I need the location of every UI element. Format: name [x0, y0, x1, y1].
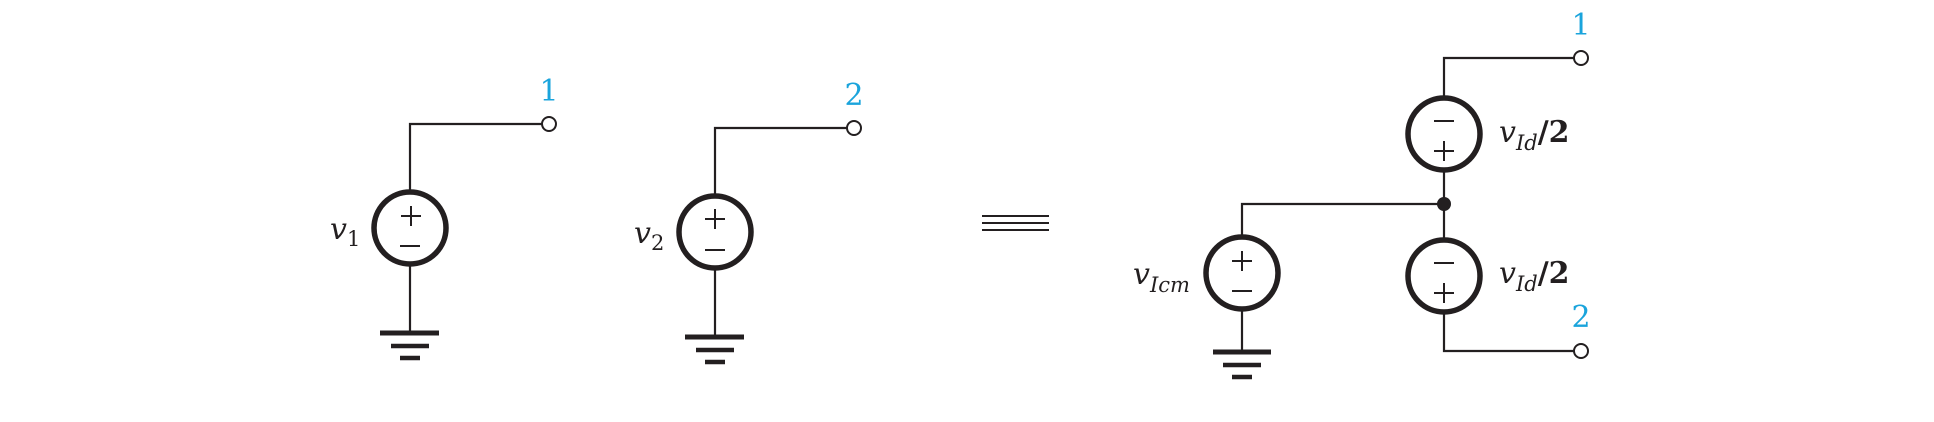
- equivalent-circuit: vId/2 vId/2 vIcm 1 2: [1133, 8, 1591, 380]
- voltage-source-v1: [371, 189, 449, 267]
- wire-to-terminal-2: [1442, 312, 1576, 353]
- equivalent-symbol: [982, 215, 1049, 231]
- upper-diff-label: vId/2: [1499, 115, 1570, 155]
- junction-dot: [1437, 197, 1451, 211]
- voltage-source-v2: [676, 193, 754, 271]
- plus-sign: [705, 209, 725, 229]
- voltage-source-common-mode: [1203, 234, 1281, 312]
- voltage-source-lower-diff: [1405, 237, 1483, 315]
- terminal-2-label: 2: [844, 78, 863, 113]
- lower-diff-label: vId/2: [1499, 256, 1570, 296]
- terminal-2-node: [1573, 343, 1589, 359]
- terminal-2-node: [846, 120, 862, 136]
- voltage-source-upper-diff: [1405, 95, 1483, 173]
- wire-v2-top: [713, 126, 849, 195]
- terminal-1-node: [1573, 50, 1589, 66]
- plus-sign: [1434, 141, 1454, 161]
- terminal-1-label: 1: [539, 74, 558, 109]
- wire-v1-top: [408, 122, 544, 190]
- wire-node-to-common: [1240, 202, 1444, 236]
- circuit-v1: 1 v1: [330, 74, 559, 361]
- terminal-2-label: 2: [1571, 300, 1590, 335]
- source-v1-label: v1: [330, 212, 360, 251]
- ground-symbol: [380, 330, 439, 361]
- terminal-1-label: 1: [1571, 8, 1590, 43]
- wire-to-terminal-1: [1442, 56, 1576, 98]
- plus-sign: [1434, 283, 1454, 303]
- plus-sign: [1232, 251, 1252, 271]
- plus-sign: [401, 206, 421, 226]
- ground-symbol: [685, 334, 744, 365]
- ground-symbol: [1213, 349, 1271, 380]
- common-mode-label: vIcm: [1133, 257, 1190, 297]
- source-v2-label: v2: [634, 216, 664, 255]
- circuit-v2: 2 v2: [634, 78, 864, 365]
- terminal-1-node: [541, 116, 557, 132]
